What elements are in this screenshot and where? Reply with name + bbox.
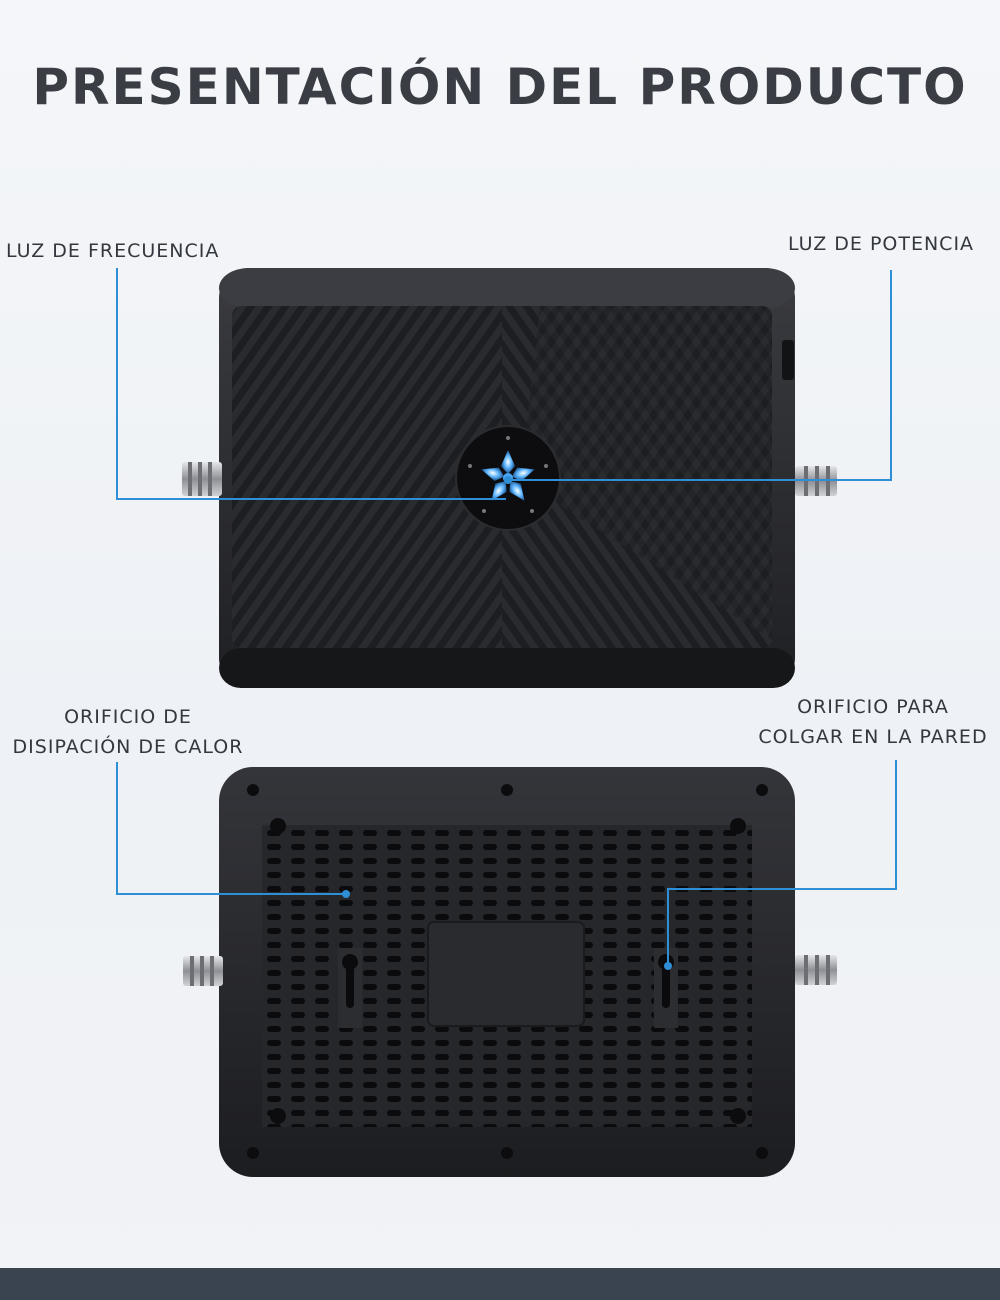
antenna-connector-icon (795, 955, 837, 985)
antenna-connector-icon (182, 462, 222, 496)
keyhole-icon (338, 948, 362, 1028)
led-indicator-icon (455, 425, 561, 531)
label-plate (427, 921, 585, 1027)
label-wall-mount: ORIFICIO PARA COLGAR EN LA PARED (748, 692, 998, 752)
callout-dots (342, 476, 672, 970)
label-power-light: LUZ DE POTENCIA (788, 233, 975, 255)
bottom-bar (0, 1268, 1000, 1300)
label-wall-mount-line1: ORIFICIO PARA (797, 696, 949, 718)
screw-hole-icon (247, 784, 768, 1159)
label-heat-vent-line1: ORIFICIO DE (64, 706, 192, 728)
label-frequency-light: LUZ DE FRECUENCIA (6, 240, 220, 262)
callout-leader-lines (116, 268, 897, 966)
label-heat-vent-line2: DISIPACIÓN DE CALOR (12, 736, 244, 758)
page-title: PRESENTACIÓN DEL PRODUCTO (32, 58, 968, 116)
keyhole-icon (654, 948, 678, 1028)
label-heat-vent: ORIFICIO DE DISIPACIÓN DE CALOR (0, 702, 256, 762)
label-wall-mount-line2: COLGAR EN LA PARED (758, 726, 988, 748)
device-back-view (183, 767, 837, 1177)
ribbed-front-panel (232, 306, 772, 648)
antenna-connector-icon (183, 956, 223, 986)
